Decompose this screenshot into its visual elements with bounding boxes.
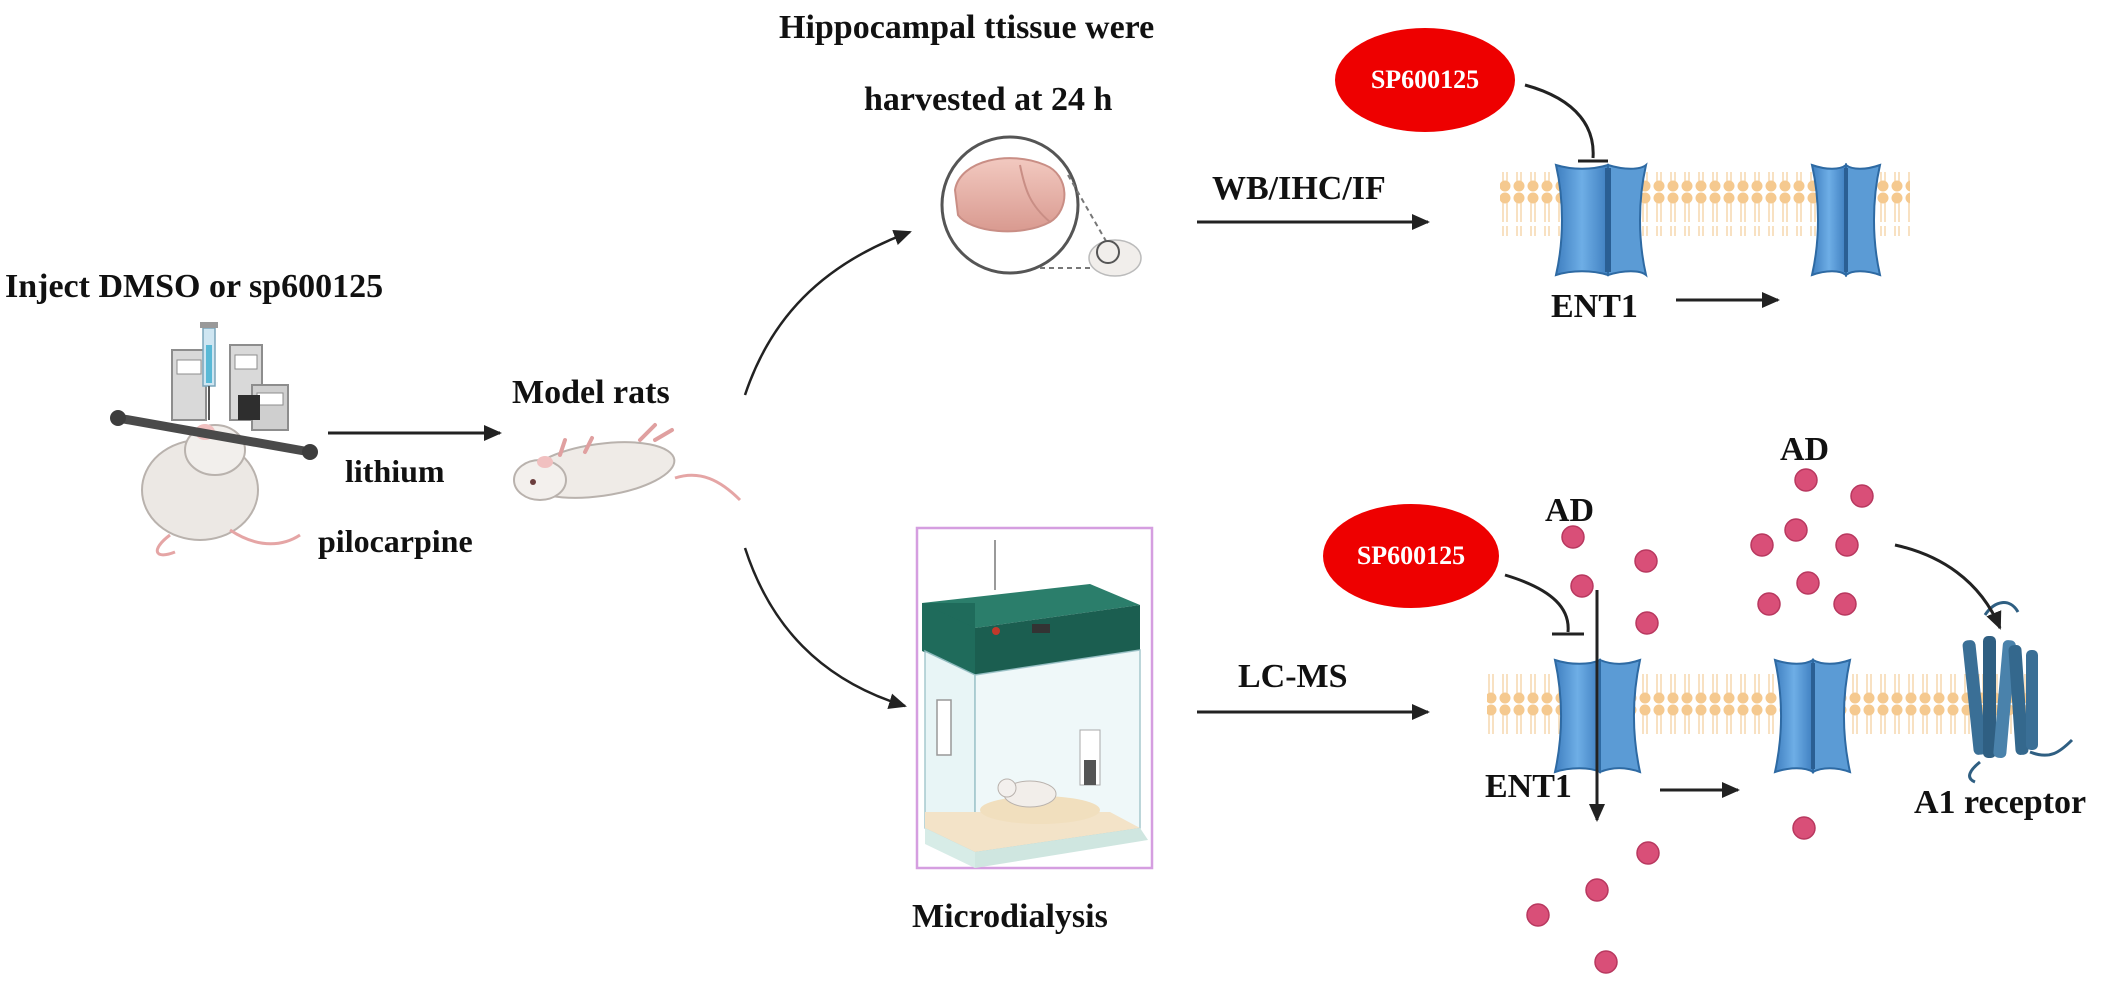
brain-magnifier-icon xyxy=(940,135,1142,277)
ent1-bottom-label: ENT1 xyxy=(1485,768,1572,805)
inject-label: Inject DMSO or sp600125 xyxy=(5,268,384,305)
ad-left-label: AD xyxy=(1545,492,1595,529)
lcms-label: LC-MS xyxy=(1238,658,1348,695)
bottom-membrane xyxy=(1487,601,2074,784)
ent1-channel-icon xyxy=(1773,658,1852,774)
ent1-channel-icon xyxy=(1554,162,1648,278)
inhibitor-top-label: SP600125 xyxy=(1370,65,1480,94)
pilocarpine-label: pilocarpine xyxy=(318,523,473,559)
harvest-label-line2: harvested at 24 h xyxy=(864,81,1113,118)
ent1-top-label: ENT1 xyxy=(1551,288,1638,325)
a1-receptor-icon xyxy=(1962,601,2074,784)
model-rats-label: Model rats xyxy=(512,374,670,411)
ad-right-label: AD xyxy=(1780,431,1830,468)
microdialysis-label: Microdialysis xyxy=(912,898,1108,935)
inhibition-line-top xyxy=(1524,83,1595,159)
harvest-label-line1: Hippocampal ttissue were xyxy=(779,9,1155,46)
arrow-to-a1-receptor xyxy=(1894,543,2002,630)
microdialysis-cage-icon xyxy=(915,526,1154,870)
inhibitor-bottom-ellipse xyxy=(1323,504,1499,608)
adenosine-molecules xyxy=(1526,468,1874,974)
ent1-channel-icon xyxy=(1553,658,1642,774)
top-membrane xyxy=(1500,162,1910,278)
rat-icon xyxy=(513,423,742,502)
a1-receptor-label: A1 receptor xyxy=(1914,784,2087,821)
stereotaxic-rat-icon xyxy=(110,322,318,557)
arrow-to-harvest xyxy=(743,230,912,396)
wb-label: WB/IHC/IF xyxy=(1212,170,1386,207)
arrow-to-microdialysis xyxy=(743,547,907,709)
lithium-label: lithium xyxy=(345,453,445,489)
inhibition-line-bottom xyxy=(1504,573,1570,633)
inhibitor-top-ellipse xyxy=(1335,28,1515,132)
inhibitor-bottom-label: SP600125 xyxy=(1356,541,1466,570)
ent1-channel-icon xyxy=(1810,162,1882,278)
